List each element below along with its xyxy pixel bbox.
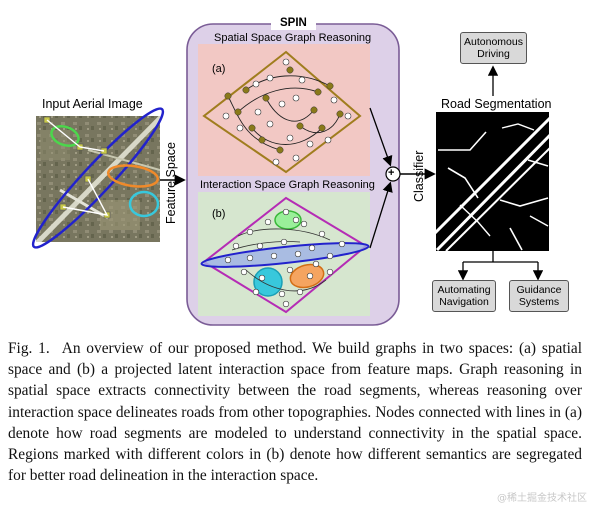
spatial-space-title: Spatial Space Graph Reasoning bbox=[214, 32, 372, 44]
cyan-region-circle bbox=[253, 267, 283, 297]
overview-diagram bbox=[31, 18, 558, 326]
road-region-ellipse bbox=[200, 242, 370, 268]
spin-title-bg bbox=[271, 18, 316, 30]
watermark: @稀土掘金技术社区 bbox=[497, 493, 587, 504]
spin-title: SPIN bbox=[280, 17, 307, 29]
caption-text: An overview of our proposed method. We b… bbox=[8, 340, 582, 485]
figure-number: Fig. 1. bbox=[8, 340, 50, 357]
interaction-space-title: Interaction Space Graph Reasoning bbox=[200, 179, 375, 191]
classifier-label: Classifier bbox=[412, 150, 426, 202]
interaction-graph-nodes bbox=[224, 208, 346, 308]
interaction-graph-diamond bbox=[202, 196, 368, 314]
road-segmentation-output bbox=[428, 112, 558, 252]
figure-caption: Fig. 1.An overview of our proposed metho… bbox=[8, 338, 582, 486]
sum-symbol: + bbox=[388, 167, 395, 179]
spatial-graph-edges bbox=[227, 75, 341, 151]
panel-b-label: (b) bbox=[212, 208, 226, 220]
road-segmentation-title: Road Segmentation bbox=[441, 97, 552, 111]
panel-a-label: (a) bbox=[212, 63, 226, 75]
automating-navigation-box: Automating Navigation bbox=[432, 280, 496, 312]
spatial-graph-nodes bbox=[222, 58, 352, 166]
guidance-systems-box: Guidance Systems bbox=[509, 280, 569, 312]
feature-space-label: Feature Space bbox=[164, 142, 178, 224]
autonomous-driving-box: Autonomous Driving bbox=[460, 32, 527, 64]
input-aerial-image bbox=[31, 107, 165, 249]
spatial-graph-diamond bbox=[202, 50, 362, 174]
input-image-title: Input Aerial Image bbox=[42, 97, 143, 111]
spatial-space-panel bbox=[198, 44, 370, 176]
